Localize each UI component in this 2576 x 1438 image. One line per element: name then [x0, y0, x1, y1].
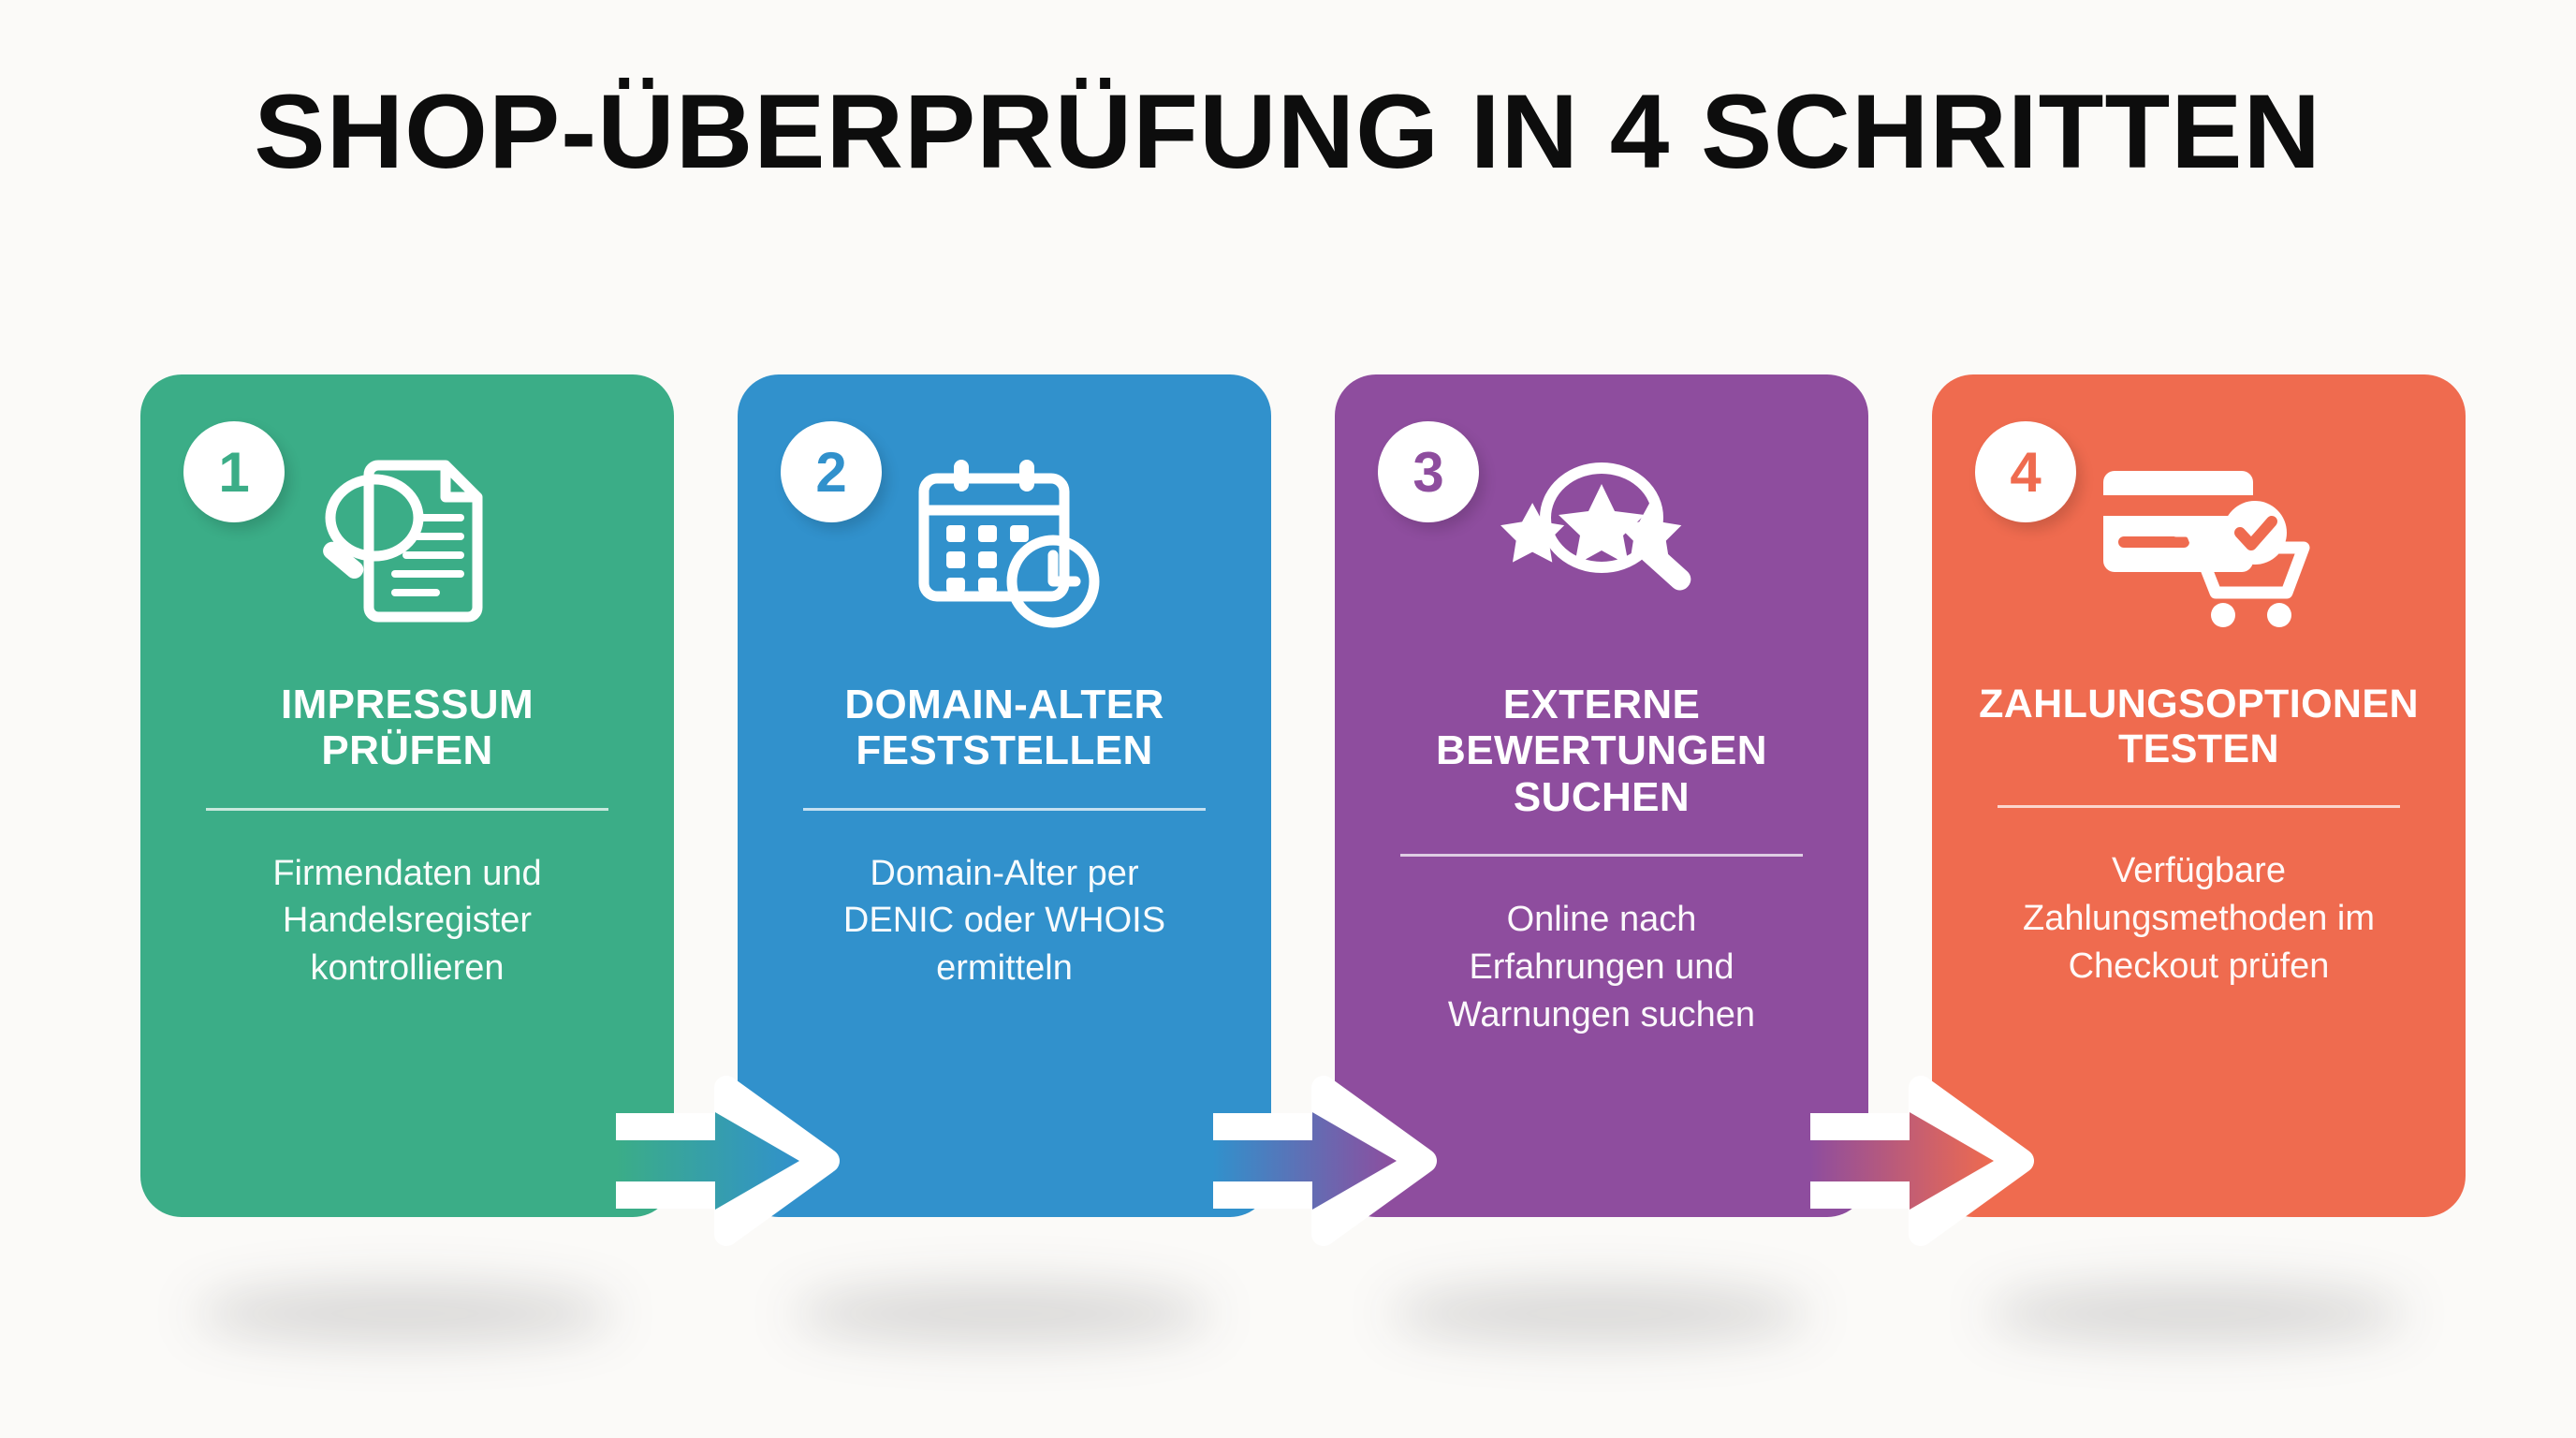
step-card-4[interactable]: 4 ZAHLUNGSOPTIONEN TESTEN Verfügbare Zah…: [1932, 374, 2466, 1217]
arrow-step1-to-step2: [604, 1067, 859, 1255]
step-card-1[interactable]: 1 IMPRESSUM PRÜFEN Firmendaten und Hande…: [140, 374, 674, 1217]
steps-strip: 1 IMPRESSUM PRÜFEN Firmendaten und Hande…: [140, 374, 2466, 1343]
divider: [803, 807, 1206, 811]
step-card-3[interactable]: 3 EXTERNE BEWERTUNGEN SUCHEN Online nach…: [1335, 374, 1868, 1217]
credit-card-cart-check-icon: [1964, 438, 2434, 650]
star-magnifier-icon: [1367, 438, 1837, 650]
page-title: SHOP-ÜBERPRÜFUNG IN 4 SCHRITTEN: [254, 72, 2322, 190]
card-shadow: [195, 1284, 616, 1343]
divider: [1400, 853, 1803, 857]
document-magnifier-icon: [172, 438, 642, 650]
step-number-badge: 4: [1975, 421, 2076, 522]
step-heading: DOMAIN-ALTER FESTSTELLEN: [844, 682, 1164, 774]
card-shadow: [1389, 1284, 1810, 1343]
step-number-badge: 3: [1378, 421, 1479, 522]
step-description: Verfügbare Zahlungsmethoden im Checkout …: [2023, 851, 2375, 987]
step-description: Domain-Alter per DENIC oder WHOIS ermitt…: [842, 853, 1166, 989]
card-shadow: [792, 1284, 1213, 1343]
header: SHOP-ÜBERPRÜFUNG IN 4 SCHRITTEN: [0, 0, 2576, 262]
step-heading: EXTERNE BEWERTUNGEN SUCHEN: [1436, 682, 1767, 820]
step-description: Firmendaten und Handelsregister kontroll…: [272, 853, 542, 989]
arrow-step3-to-step4: [1798, 1067, 2054, 1255]
divider: [206, 807, 608, 811]
calendar-clock-icon: [769, 438, 1239, 650]
step-card-2[interactable]: 2 DOMAIN-ALTER FE: [738, 374, 1271, 1217]
arrow-step2-to-step3: [1201, 1067, 1456, 1255]
divider: [1998, 805, 2400, 809]
step-number-badge: 1: [183, 421, 285, 522]
step-heading: ZAHLUNGSOPTIONEN TESTEN: [1979, 682, 2419, 772]
card-shadow: [1986, 1284, 2408, 1343]
step-number-badge: 2: [781, 421, 882, 522]
step-description: Online nach Erfahrungen und Warnungen su…: [1447, 899, 1756, 1034]
step-heading: IMPRESSUM PRÜFEN: [280, 682, 534, 774]
